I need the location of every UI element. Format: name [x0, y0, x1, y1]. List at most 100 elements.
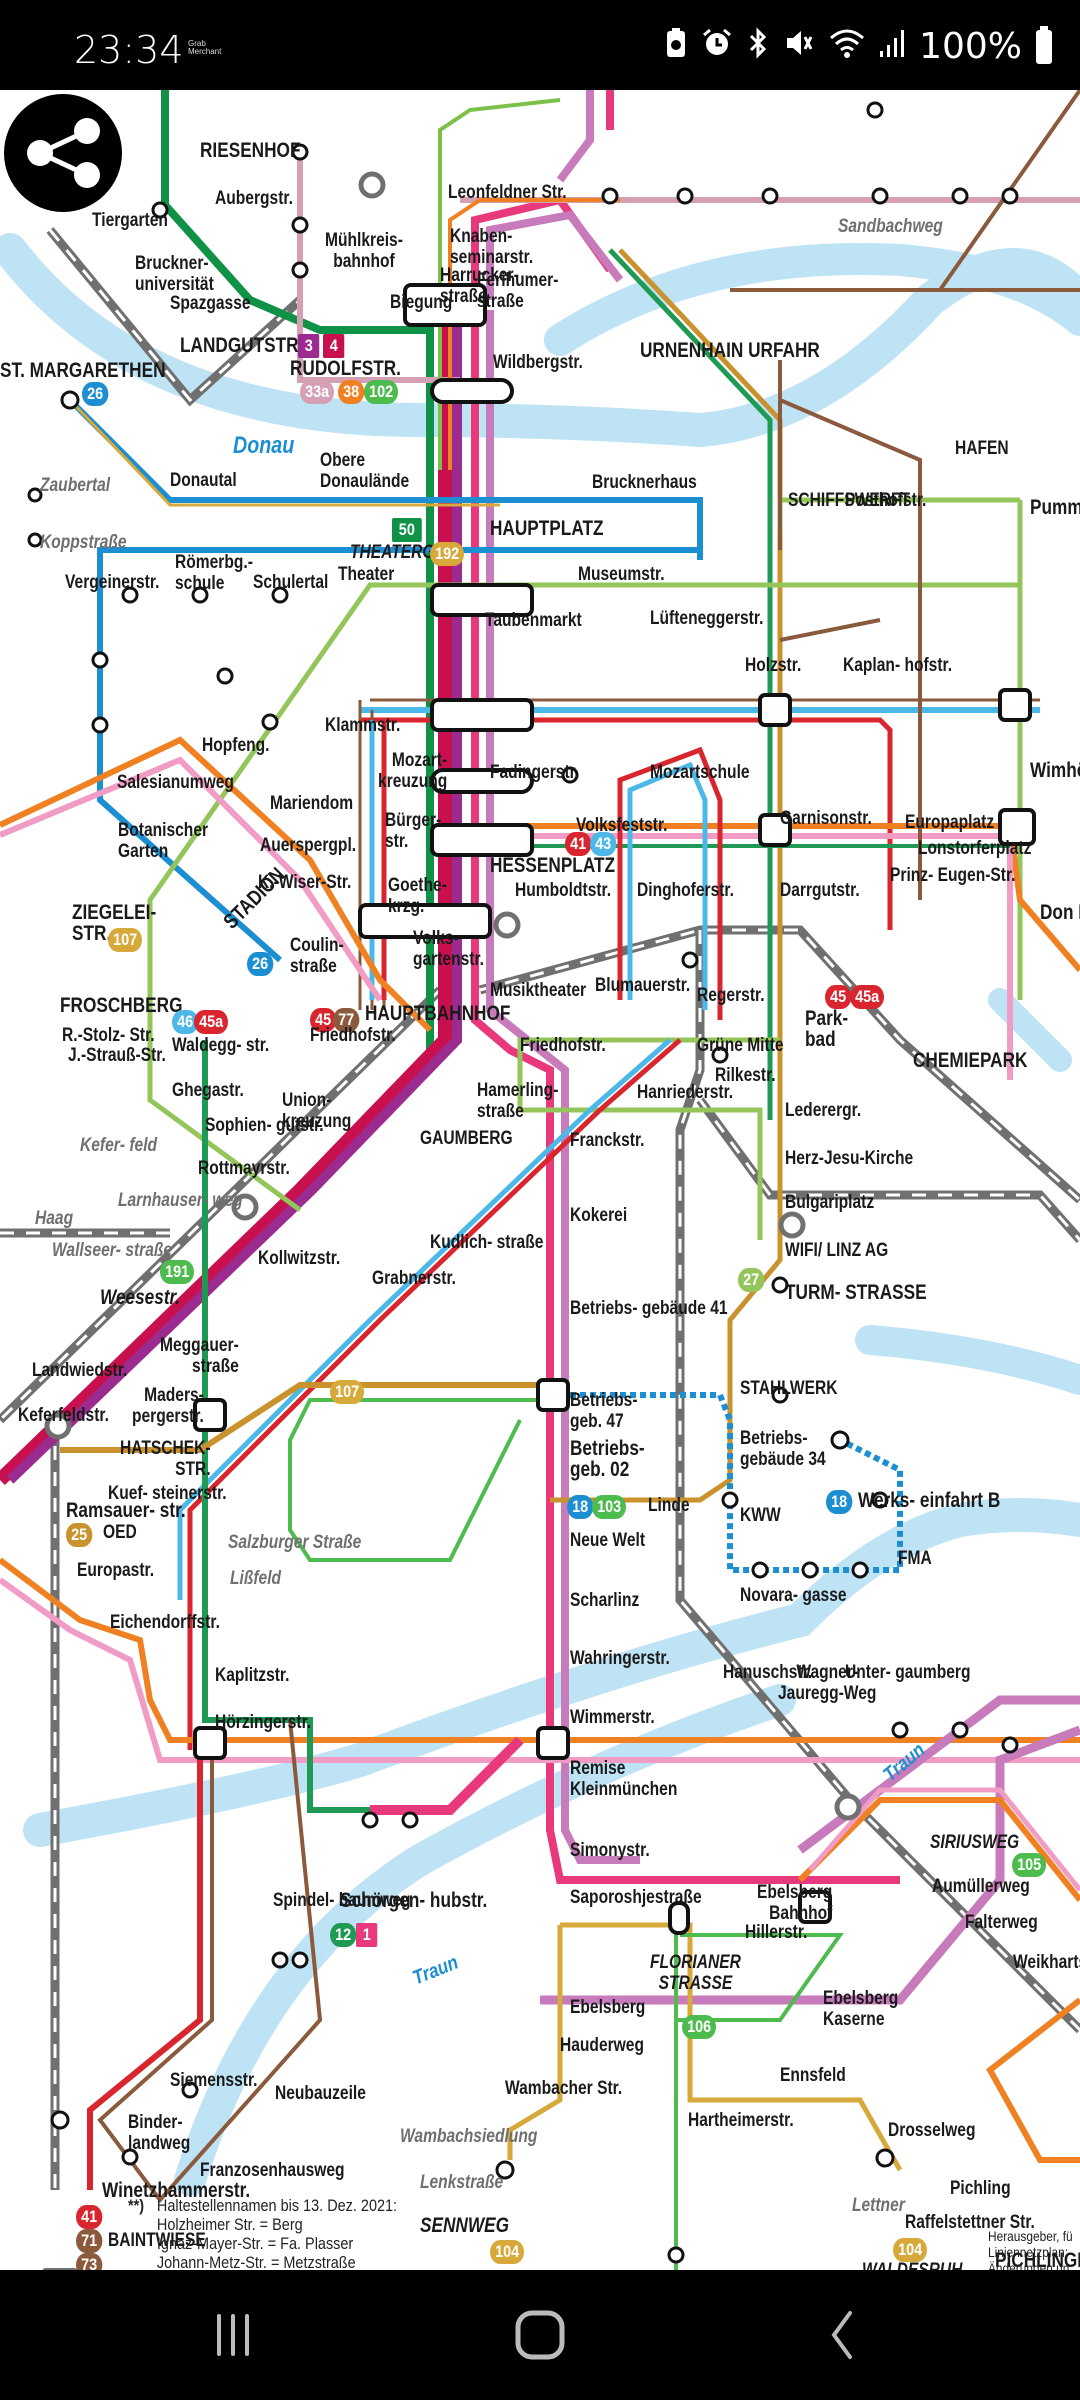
station-binderlandweg[interactable]: Siemensstr.	[170, 2070, 258, 2091]
station-hauptplatz[interactable]: HAUPTPLATZ	[490, 517, 604, 540]
station-brucknerhaus[interactable]: Brucknerhaus	[592, 472, 697, 493]
station-ebelsberg-kaserne[interactable]: Ebelsberg Kaserne	[823, 1988, 899, 2030]
station-friedhofstr-2[interactable]: Grüne Mitte	[697, 1035, 784, 1056]
station-lettner[interactable]: Lettner	[852, 2195, 905, 2216]
station-scharlinz[interactable]: Scharlinz	[570, 1590, 640, 1611]
station-europastr[interactable]: OED	[103, 1522, 137, 1543]
station-auerspergpl[interactable]: Auerspergpl.	[260, 835, 357, 856]
station-schiffswerft[interactable]: Pummererstr.	[1030, 496, 1080, 519]
station-kaplitzstr[interactable]: Eichendorffstr.	[110, 1612, 220, 1633]
station-roemerbgschule[interactable]: Römerbg.- schule	[175, 552, 253, 594]
station-wimhoelzelstr[interactable]: Herz-Jesu-Kirche	[785, 1148, 914, 1169]
station-kokerei[interactable]: STAHLWERK	[740, 1378, 838, 1399]
station-pummererstr[interactable]: Lonstorferplatz	[918, 838, 1032, 859]
station-betriebsgebaeude-34[interactable]: FMA	[898, 1548, 932, 1569]
recent-apps-button[interactable]	[195, 2310, 275, 2360]
station-rstolzstr[interactable]: J.-Strauß-Str.	[68, 1045, 166, 1066]
station-neubauzeile[interactable]: Spindel- baumweg	[273, 1890, 411, 1911]
line-badge-106[interactable]: 106	[682, 2015, 717, 2039]
station-lonstorferplatz[interactable]: Bulgariplatz	[785, 1192, 875, 1213]
line-badge-18[interactable]: 18	[567, 1495, 594, 1519]
station-spazgasse[interactable]: Spazgasse	[170, 293, 251, 314]
station-donautal[interactable]: Donautal	[170, 470, 237, 491]
station-industriezeile[interactable]: Don Bosco	[1040, 901, 1080, 924]
station-wagner-jauregg-weg[interactable]: Grabnerstr.	[372, 1268, 456, 1289]
station-remise-kleinmuenchen[interactable]: Remise Kleinmünchen	[570, 1758, 678, 1800]
station-aubergstr[interactable]: Aubergstr.	[215, 188, 293, 209]
station-salzburger-strasse[interactable]: Hörzingerstr.	[215, 1712, 312, 1733]
station-wallseerstrasse[interactable]: Maders- pergerstr.	[132, 1385, 204, 1427]
line-badge-105[interactable]: 105	[1012, 1853, 1047, 1877]
station-ghegastr[interactable]: Sophien- gutstr.	[205, 1115, 324, 1136]
station-drosselweg[interactable]: Drosselweg	[888, 2120, 976, 2141]
line-badge-45-stiegl[interactable]: 45	[825, 985, 852, 1009]
station-herz-jesu-kirche[interactable]: Kokerei	[570, 1205, 628, 1226]
station-auwiesen[interactable]: Schörgen- hubstr.	[340, 1889, 488, 1912]
station-wahringerstr[interactable]: Wahringerstr.	[570, 1648, 670, 1669]
station-gruene-mitte[interactable]: Rilkestr.	[715, 1065, 776, 1086]
station-hanriederstr[interactable]: Ghegastr.	[172, 1080, 244, 1101]
line-badge-26-stadion[interactable]: 26	[247, 952, 274, 976]
station-hoerzingerstr[interactable]: Kaplitzstr.	[215, 1665, 290, 1686]
station-untergaumberg[interactable]: Kollwitzstr.	[258, 1248, 341, 1269]
station-oed[interactable]: Ramsauer- str.	[66, 1499, 186, 1522]
station-fma[interactable]: Unter- gaumberg	[845, 1662, 971, 1683]
station-falterweg[interactable]: Falterweg	[965, 1912, 1038, 1933]
station-sandbachweg[interactable]: Sandbachweg	[838, 216, 943, 237]
station-landgutstr[interactable]: LANDGUTSTR.	[180, 334, 304, 357]
station-fadingerstr[interactable]: Fadingerstr.	[490, 762, 580, 783]
station-winetzhammerstr[interactable]: Franzosenhausweg	[200, 2160, 345, 2181]
station-goethekrzg[interactable]: Goethe- krzg.	[388, 875, 447, 917]
station-wifi-linz-ag[interactable]: Betriebs- geb. 47	[570, 1390, 638, 1432]
station-museumstr[interactable]: Museumstr.	[578, 564, 665, 585]
station-saporoshjestrasse[interactable]: Saporoshjestraße	[570, 1887, 702, 1908]
station-ferihumerstrasse[interactable]: Ferihumer- straße	[477, 270, 559, 312]
station-unionkreuzung[interactable]: Hamerling- straße	[477, 1080, 559, 1122]
line-badge-77[interactable]: 77	[333, 1008, 360, 1032]
station-sophiengutstr[interactable]: Union- kreuzung	[282, 1090, 352, 1132]
station-betriebsgeb-47[interactable]: Linde	[648, 1495, 690, 1516]
station-novaragasse[interactable]: GAUMBERG	[420, 1128, 513, 1149]
line-badge-41-baintwiese[interactable]: 41	[76, 2205, 103, 2229]
station-k-wiser-str[interactable]: K.-Wiser-Str.	[258, 872, 352, 893]
station-sennweg[interactable]: SENNWEG	[420, 2214, 509, 2237]
line-badge-25[interactable]: 25	[66, 1523, 93, 1547]
station-mariendom[interactable]: Mariendom	[270, 793, 354, 814]
transit-network-map[interactable]: RIESENHOF Aubergstr. Tiergarten Bruckner…	[0, 90, 1080, 2270]
station-stieglbauernstr[interactable]: Park- bad	[805, 1007, 849, 1051]
station-friedhofstr-1[interactable]: Friedhofstr.	[520, 1035, 606, 1056]
station-vergeinerstr[interactable]: Vergeinerstr.	[65, 572, 160, 593]
station-meggauerstrasse[interactable]: HATSCHEK- STR.	[120, 1438, 211, 1480]
station-ebelsberg[interactable]: Ebelsberg	[570, 1997, 646, 2018]
station-turmstrasse[interactable]: Betriebs- geb. 02	[570, 1437, 645, 1481]
station-waldeggstr[interactable]: Friedhofstr.	[310, 1025, 396, 1046]
station-volksgartenstr[interactable]: Volks- gartenstr.	[413, 928, 485, 970]
station-ledererg[interactable]: Holzstr.	[745, 655, 802, 676]
station-betriebsgebaeude-41[interactable]: Betriebs- gebäude 34	[740, 1428, 826, 1470]
station-dinghoferstr[interactable]: Dinghoferstr.	[637, 880, 734, 901]
station-pichlinger-see[interactable]: PICHLINGER SEE	[995, 2249, 1080, 2270]
station-klammstr[interactable]: Klammstr.	[325, 715, 401, 736]
station-taubenmarkt[interactable]: Taubenmarkt	[485, 610, 582, 631]
station-aumuellerweg[interactable]: Aumüllerweg	[932, 1876, 1030, 1897]
station-salesianumweg[interactable]: Salesianumweg	[117, 772, 234, 793]
back-button[interactable]	[800, 2310, 880, 2360]
station-franzosenhausweg[interactable]: Neubauzeile	[275, 2083, 366, 2104]
line-badge-103[interactable]: 103	[592, 1495, 627, 1519]
line-badge-104[interactable]: 104	[490, 2240, 525, 2264]
line-badge-4[interactable]: 4	[323, 334, 345, 358]
station-hamerlingstrasse[interactable]: Franckstr.	[570, 1130, 645, 1151]
line-badge-107-hatschek[interactable]: 107	[330, 1380, 365, 1404]
rail-badge-s4[interactable]: S 4	[42, 2268, 78, 2270]
station-chemiepark[interactable]: TURM- STRASSE	[785, 1281, 927, 1304]
station-koppstrasse[interactable]: Koppstraße	[40, 532, 127, 553]
station-landwiedstr[interactable]: Kuef- steinerstr.	[108, 1483, 227, 1504]
station-werkseinfahrt-b[interactable]: Wagner- Jauregg-Weg	[778, 1662, 877, 1704]
station-regerstr[interactable]: R.-Stolz- Str.	[62, 1025, 155, 1046]
station-zaubertal[interactable]: Zaubertal	[40, 475, 111, 496]
station-spindelbaumweg[interactable]: Binder- landweg	[128, 2112, 191, 2154]
station-darrgutstr[interactable]: Prinz- Eugen-Str.	[890, 865, 1016, 886]
station-pichling[interactable]: Pichling	[950, 2178, 1011, 2199]
station-parkbad[interactable]: SCHIFFSWERFT	[788, 490, 911, 511]
station-rottmayrstr[interactable]: Wallseer- straße	[52, 1240, 173, 1261]
